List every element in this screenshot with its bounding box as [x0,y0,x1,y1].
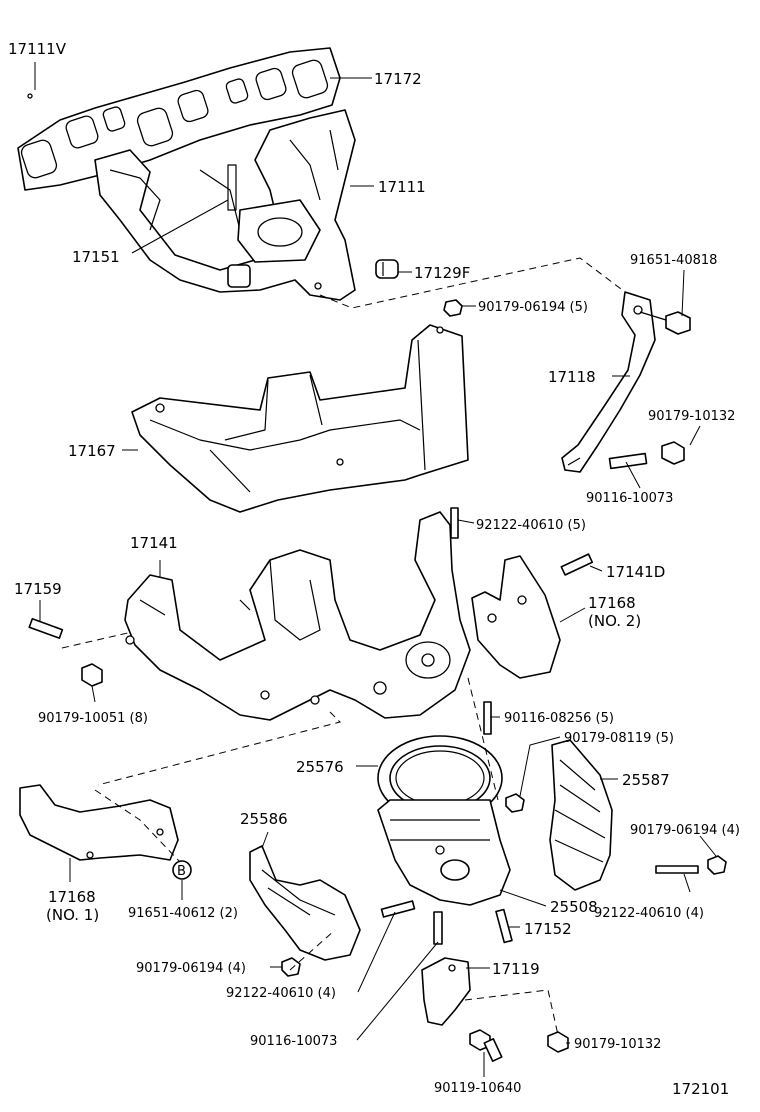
label-90179-08119-5: 90179-08119 (5) [564,731,674,746]
label-90179-10132-lower: 90179-10132 [574,1037,661,1052]
insulator-25587-drawing [549,739,613,891]
converter-25508-drawing [377,799,511,906]
label-90179-10132-upper: 90179-10132 [648,409,735,424]
label-92122-40610-4-right: 92122-40610 (4) [594,906,704,921]
label-25587: 25587 [622,771,670,789]
part-labels: 17111V 17172 17111 17151 17129F 91651-40… [8,40,740,1098]
label-17168-no2: 17168 [588,594,636,612]
label-17152: 17152 [524,920,572,938]
label-17141D: 17141D [606,563,665,581]
stud-92122-40610-5-drawing [450,507,459,539]
label-17111V: 17111V [8,40,67,58]
bolt-90119-10640-drawing [469,1029,503,1062]
label-90179-06194-5: 90179-06194 (5) [478,300,588,315]
bolt-91651-40818-drawing [639,311,691,335]
manifold-17111-drawing [94,109,356,301]
reference-b-marker [172,860,192,880]
label-17118: 17118 [548,368,596,386]
label-92122-40610-4-left: 92122-40610 (4) [226,986,336,1001]
bolt-90179-10132-upper-drawing [661,441,685,465]
label-90179-10051-8: 90179-10051 (8) [38,711,148,726]
label-17129F: 17129F [414,264,470,282]
label-25576: 25576 [296,758,344,776]
label-92122-40610-5: 92122-40610 (5) [476,518,586,533]
stud-90116-10073-lower-drawing [433,911,443,945]
bolt-90179-06194-4-right-drawing [707,855,727,875]
insulator-17168-no2-drawing [471,555,561,679]
label-b-marker: B [177,864,186,879]
label-90179-06194-4-left: 90179-06194 (4) [136,961,246,976]
label-17119: 17119 [492,960,540,978]
label-25508: 25508 [550,898,598,916]
label-91651-40612-2: 91651-40612 (2) [128,906,238,921]
label-90179-06194-4-right: 90179-06194 (4) [630,823,740,838]
label-17111: 17111 [378,178,426,196]
label-91651-40818: 91651-40818 [630,253,717,268]
stud-90116-10073-upper-drawing [608,452,648,470]
label-17168-no1: 17168 [48,888,96,906]
bolt-90179-10132-lower-drawing [547,1031,569,1053]
label-90116-10073-lower: 90116-10073 [250,1034,337,1049]
label-90116-08256-5: 90116-08256 (5) [504,711,614,726]
nut-90179-06194-5-drawing [443,299,463,317]
nut-90179-10051-8-drawing [81,663,103,687]
plug-17129F-drawing [375,259,399,279]
label-17168-no2-qualifier: (NO. 2) [588,612,641,630]
label-17172: 17172 [374,70,422,88]
bracket-17119-drawing [421,957,471,1026]
stud-17141D-drawing [560,553,594,576]
label-17168-no1-qualifier: (NO. 1) [46,906,99,924]
manifold-17141-drawing [124,511,471,721]
diagram-id: 172101 [672,1080,729,1098]
label-17159: 17159 [14,580,62,598]
label-90116-10073-upper: 90116-10073 [586,491,673,506]
alignment-lines [61,257,626,1036]
insulator-17168-no1-drawing [19,784,179,861]
nut-90179-08119-5-drawing [505,793,525,813]
stud-17152-drawing [495,908,513,944]
label-90119-10640: 90119-10640 [434,1081,521,1096]
stud-90116-08256-5-drawing [483,701,492,735]
leader-lines [34,62,717,1077]
stud-92122-40610-4-right-drawing [655,865,699,874]
stud-17159-drawing [28,617,64,639]
nut-90179-06194-4-left-drawing [281,957,301,977]
gasket-25576-drawing [377,735,503,821]
stud-92122-40610-4-left-drawing [380,900,416,918]
insulator-25586-drawing [249,845,361,961]
insulator-17167-drawing [131,324,469,513]
label-17151: 17151 [72,248,120,266]
label-17141: 17141 [130,534,178,552]
label-25586: 25586 [240,810,288,828]
gasket-17172-drawing [17,47,341,191]
label-17167: 17167 [68,442,116,460]
